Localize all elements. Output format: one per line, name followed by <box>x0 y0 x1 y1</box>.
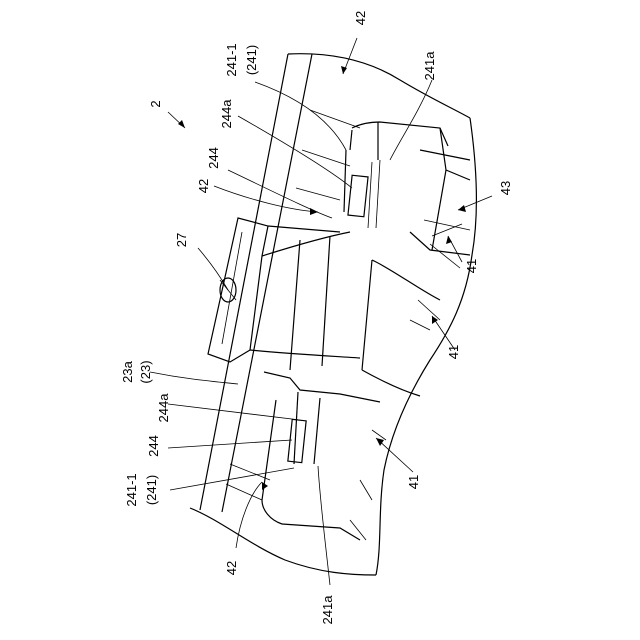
label-41-a: 41 <box>464 259 479 273</box>
label-27: 27 <box>174 233 189 247</box>
label-41-c: 41 <box>406 475 421 489</box>
label-241-top: (241) <box>244 45 259 75</box>
label-43: 43 <box>498 181 513 195</box>
arrowheads <box>178 66 466 490</box>
label-241-1-bottom: 241-1 <box>124 473 139 506</box>
label-23a: 23a <box>120 360 135 382</box>
label-244-top: 244 <box>206 147 221 169</box>
housing-line-art <box>190 54 476 575</box>
label-42-bottom: 42 <box>224 561 239 575</box>
label-241-1-top: 241-1 <box>224 43 239 76</box>
label-241-bottom: (241) <box>144 475 159 505</box>
label-241a-top: 241a <box>422 51 437 81</box>
label-244a-bottom: 244a <box>156 393 171 423</box>
label-42-left: 42 <box>196 179 211 193</box>
label-244-bottom: 244 <box>146 435 161 457</box>
label-244a-top: 244a <box>219 99 234 129</box>
label-241a-bottom: 241a <box>320 595 335 625</box>
label-41-b: 41 <box>446 345 461 359</box>
label-23: (23) <box>138 360 153 383</box>
label-42-top: 42 <box>353 11 368 25</box>
label-2: 2 <box>148 100 163 107</box>
